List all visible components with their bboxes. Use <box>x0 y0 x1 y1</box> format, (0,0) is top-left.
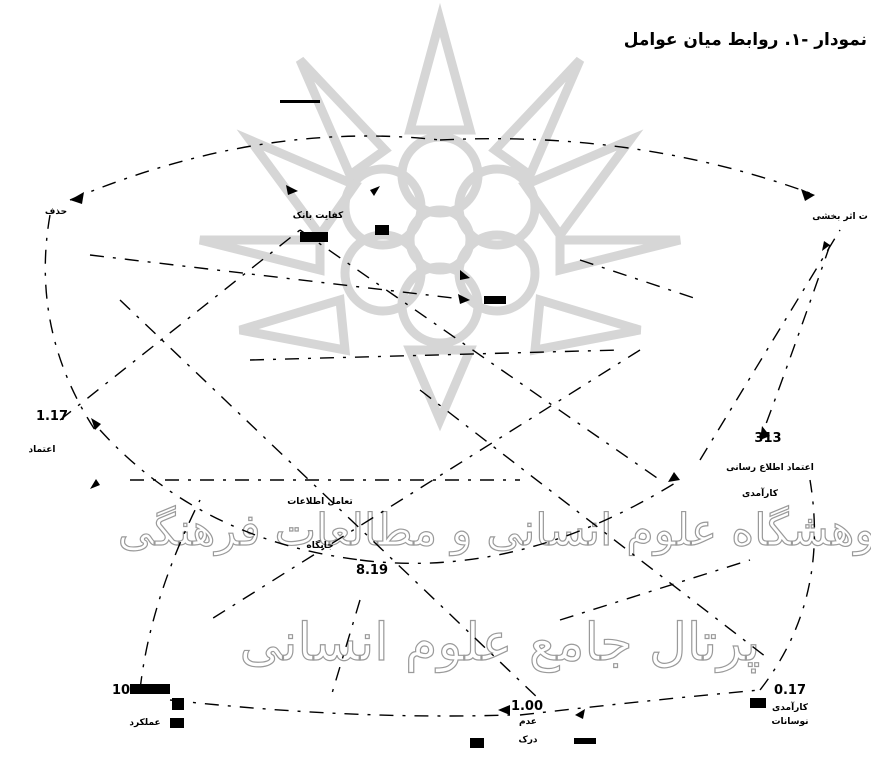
node-label-mid-right-b: کارآمدی <box>742 487 779 499</box>
node-marker <box>484 296 506 304</box>
arrowhead <box>458 294 470 304</box>
edge <box>699 229 841 461</box>
node-marker <box>574 738 596 744</box>
node-marker <box>170 718 184 728</box>
edge <box>89 254 471 301</box>
arrowhead <box>668 472 680 482</box>
node-marker <box>172 698 184 710</box>
edge <box>139 499 201 691</box>
arrowhead <box>91 418 101 430</box>
node-marker <box>375 225 389 235</box>
edge <box>69 135 441 201</box>
node-label-center-a: تعامل اطلاعات <box>287 497 353 507</box>
edge <box>99 429 361 561</box>
arrowhead <box>370 186 380 196</box>
node-value-bottom-left: 10.0 <box>112 683 144 698</box>
arrowhead <box>70 192 84 204</box>
node-value-bottom-right: 0.17 <box>774 683 806 698</box>
node-label-top-left: حذف <box>45 207 67 217</box>
node-marker <box>130 684 170 694</box>
node-value-mid-right: 313 <box>754 431 781 446</box>
edge <box>579 259 701 301</box>
edge <box>59 229 301 421</box>
edge <box>759 479 816 691</box>
node-marker <box>750 698 766 708</box>
node-label-bottom-left: عملکرد <box>129 718 160 728</box>
edge <box>439 137 816 196</box>
node-label-bottom-center-a: عدم <box>519 717 537 727</box>
arrowhead <box>822 241 830 251</box>
arrowhead <box>760 426 770 440</box>
node-value-bottom-center: 1.00 <box>511 699 543 714</box>
edge <box>559 559 751 621</box>
edge <box>44 214 96 431</box>
edge <box>359 479 681 565</box>
edge <box>759 244 831 441</box>
watermark-line2: پرتال جامع علوم انسانی <box>240 613 761 673</box>
node-marker <box>280 100 320 103</box>
node-marker <box>470 738 484 748</box>
node-label-top-right: ت اثر بخشی <box>812 212 868 222</box>
node-label-top-center: کفایت بانک <box>293 211 344 221</box>
arrowhead <box>460 270 470 280</box>
diagram-title: نمودار -۱. روابط میان عوامل <box>623 30 867 50</box>
edge <box>419 389 771 661</box>
node-label-bottom-right-a: کارآمدی <box>772 701 809 713</box>
arrowhead <box>498 705 510 715</box>
arrowheads <box>70 185 830 719</box>
edge <box>329 599 361 701</box>
node-markers <box>130 100 766 748</box>
edge <box>249 349 621 361</box>
arrowhead <box>90 479 100 489</box>
edge <box>299 229 661 481</box>
edges <box>44 135 841 717</box>
node-label-bottom-right-b: نوسانات <box>771 717 808 727</box>
edge <box>119 299 541 701</box>
node-marker <box>300 232 328 242</box>
arrowhead <box>801 189 815 201</box>
edge <box>169 699 511 717</box>
node-label-bottom-center-b: درک <box>518 735 537 745</box>
edge <box>209 349 641 621</box>
edge <box>519 689 761 716</box>
arrowhead <box>286 185 298 195</box>
node-label-mid-left: اعتماد <box>29 445 56 455</box>
node-label-mid-right-a: اعتماد اطلاع رسانی <box>726 463 814 473</box>
node-label-center-b: جایگاه <box>306 539 333 551</box>
node-value-center: 8.19 <box>356 563 388 578</box>
node-value-mid-left: 1.17 <box>36 409 68 424</box>
arrowhead <box>575 709 585 719</box>
